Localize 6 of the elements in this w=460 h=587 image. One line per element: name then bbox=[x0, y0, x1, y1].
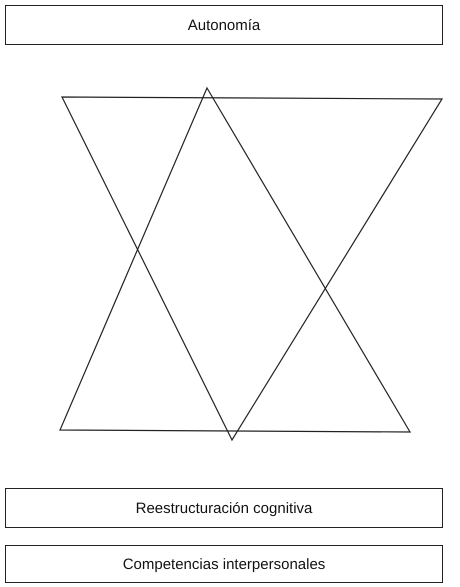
label-box bbox=[5, 488, 443, 528]
box-label: Competencias interpersonales bbox=[122, 556, 326, 572]
label-box bbox=[5, 5, 443, 45]
box-label: Autonomía bbox=[188, 16, 260, 34]
box-label: Reestructuración cognitiva bbox=[136, 500, 312, 516]
label-box bbox=[5, 545, 443, 583]
